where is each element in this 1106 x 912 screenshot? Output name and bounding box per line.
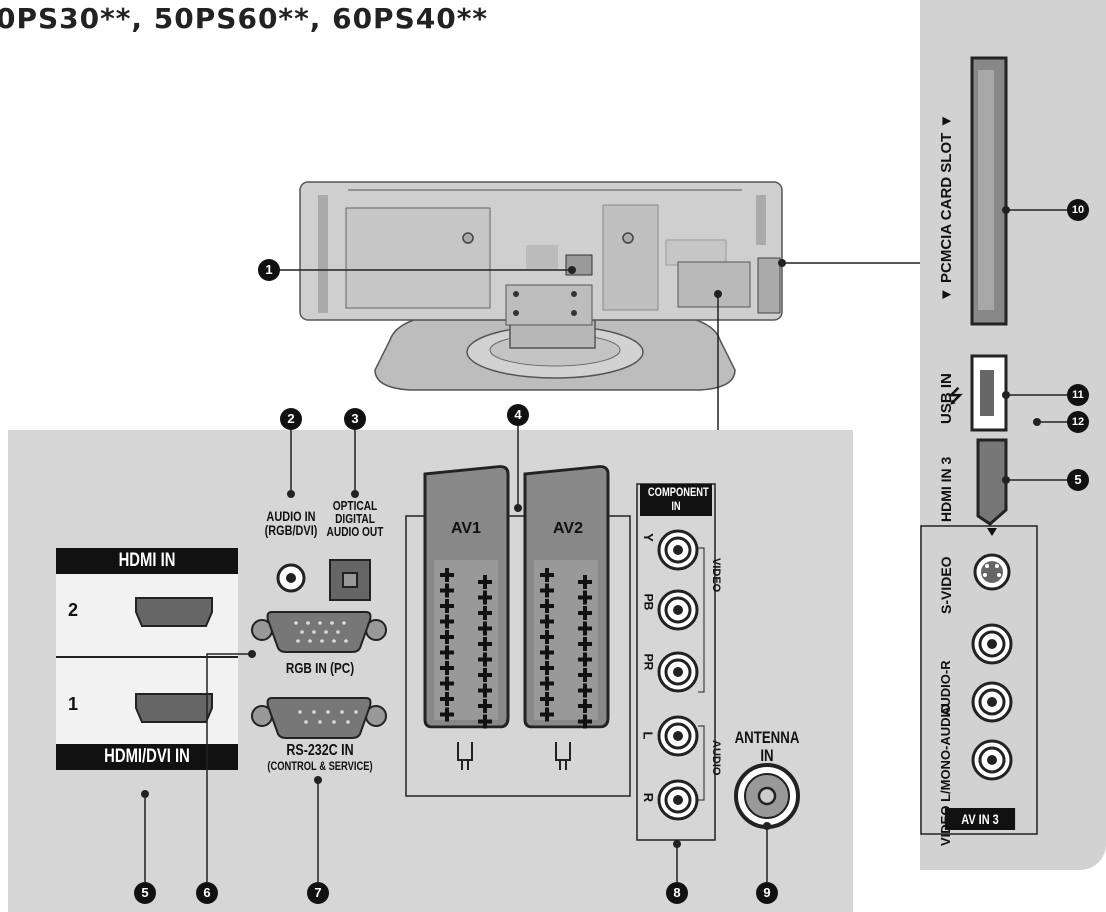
hdmi-block <box>56 548 238 770</box>
callout-2: 2 <box>280 408 302 430</box>
callout-3: 3 <box>344 408 366 430</box>
av-in-3-label: AV IN 3 <box>944 808 1016 830</box>
callout-5: 5 <box>134 882 156 904</box>
component-video-label: VIDEO <box>710 558 722 593</box>
callout-7: 7 <box>307 882 329 904</box>
comp-pr-label: PR <box>641 653 656 671</box>
callout-5-side: 5 <box>1067 469 1089 491</box>
s-video-label: S-VIDEO <box>938 556 954 614</box>
rs232-in-sublabel: (CONTROL & SERVICE) <box>267 759 373 773</box>
optical-label-1: OPTICAL <box>332 498 378 513</box>
hdmi-in-3-label: HDMI IN 3 <box>938 456 954 522</box>
usb-icon: ⭍ <box>948 386 963 406</box>
optical-label-3: AUDIO OUT <box>326 524 384 539</box>
av1-label: AV1 <box>451 520 481 537</box>
scart-av1 <box>423 465 510 729</box>
rgb-port <box>251 611 387 653</box>
antenna-label-1: ANTENNA <box>734 728 800 747</box>
rgb-in-label: RGB IN (PC) <box>285 660 355 677</box>
callout-4: 4 <box>507 404 529 426</box>
callout-8: 8 <box>666 882 688 904</box>
callout-11: 11 <box>1067 384 1089 406</box>
pcmcia-slot-label: ▼ PCMCIA CARD SLOT ▼ <box>938 113 955 302</box>
tv-rear-illustration <box>299 181 783 391</box>
rs232-port <box>251 697 387 739</box>
hdmi-dvi-in-footer: HDMI/DVI IN <box>104 746 190 767</box>
antenna-label-2: IN <box>760 746 774 765</box>
scart-av2 <box>523 465 610 729</box>
side-connection-panel <box>920 0 1106 870</box>
hdmi-port-2-label: 2 <box>68 600 79 620</box>
comp-y-label: Y <box>640 533 656 542</box>
page-title: 0PS30**, 50PS60**, 60PS40** <box>0 2 488 35</box>
component-audio-label: AUDIO <box>710 740 722 776</box>
rs232-in-label: RS-232C IN <box>286 742 354 759</box>
comp-l-label: L <box>640 731 656 740</box>
component-label-2: IN <box>671 499 681 513</box>
callout-1: 1 <box>258 259 280 281</box>
comp-r-label: R <box>641 792 657 803</box>
av2-label: AV2 <box>553 520 583 537</box>
hdmi-port-1-label: 1 <box>68 694 79 714</box>
callout-10: 10 <box>1067 199 1089 221</box>
component-label-1: COMPONENT <box>647 485 709 499</box>
audio-in-sublabel: (RGB/DVI) <box>264 522 318 538</box>
hdmi-in-header: HDMI IN <box>118 550 176 571</box>
callout-9: 9 <box>756 882 778 904</box>
comp-pb-label: PB <box>641 593 656 611</box>
optical-label-2: DIGITAL <box>335 511 375 526</box>
callout-12: 12 <box>1067 411 1089 433</box>
callout-6: 6 <box>196 882 218 904</box>
audio-in-label: AUDIO IN <box>266 508 316 524</box>
